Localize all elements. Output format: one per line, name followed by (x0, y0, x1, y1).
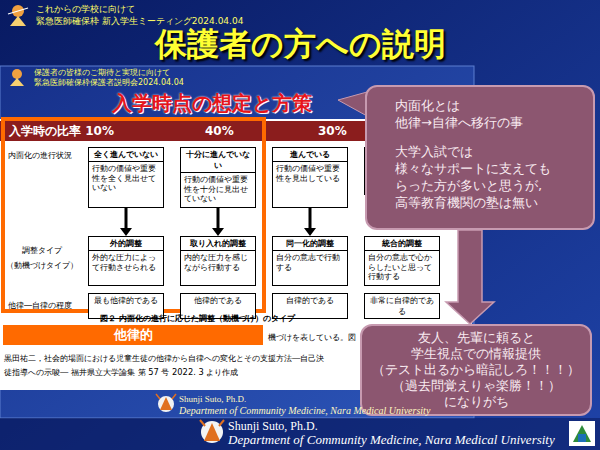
ratio-header: 30% (318, 123, 347, 139)
box-text: 行動の価値や重要性を十分に見出せていない (181, 173, 255, 207)
inner-header-note: 緊急医師確保枠保護者説明会2024.04.04 (34, 78, 184, 88)
row-label: 他律―自律の程度 (8, 301, 72, 311)
box-heading: 取り入れ的調整 (181, 237, 255, 251)
regulation-box: 統合的調整自分の意志で心からしたいと思って行動する (364, 236, 440, 286)
text-line: 友人、先輩に頼ると (368, 330, 584, 346)
table-ground (0, 119, 472, 390)
degree-cell: 自律的である (272, 293, 348, 319)
reference-note: 徒指導への示唆― 福井県立大学論集 第 57 号 2022. 3 より作成 (4, 367, 238, 378)
box-text: 内的な圧力を感じながら行動する (181, 251, 255, 275)
box-text: 自分の意志で心からしたいと思って行動する (365, 251, 439, 285)
callout-text: 内面化とは 他律→自律へ移行の事 (395, 97, 583, 131)
footer-logo (200, 420, 224, 443)
degree-cell: 非常に自律的である (364, 293, 440, 319)
callout-text: 大学入試では 様々なサポートに支えても らった方が多いと思うが, 高等教育機関の… (395, 143, 583, 211)
arrow-shape (446, 230, 494, 324)
affiliation: Department of Community Medicine, Nara M… (179, 404, 430, 417)
arrow-head (212, 228, 224, 236)
text-line: 高等教育機関の塾は無い (395, 194, 583, 211)
cell-text: 最も他律的である (89, 294, 163, 307)
reference-note: 黒田祐二，社会的場面における児童生徒の他律から自律への変化とその支援方法―自己決 (4, 353, 324, 364)
affiliation: Department of Community Medicine, Nara M… (228, 431, 555, 448)
degree-cell: 最も他律的である (88, 293, 164, 319)
header-band (0, 121, 472, 141)
arrow-head (304, 228, 316, 236)
text-line: になりがち (368, 394, 584, 410)
author-name: Shunji Suto, Ph.D. (228, 418, 318, 434)
box-text: 自分の意志で行動する (273, 251, 347, 275)
box-text: 外的な圧力によって行動させられる (89, 251, 163, 275)
header-note: 緊急医師確保枠 新入学生ミーティング2024.04.04 (36, 15, 243, 27)
stage-box: 十分に進んでいない行動の価値や重要性を十分に見出せていない (180, 147, 256, 208)
box-heading: 外的調整 (89, 237, 163, 251)
tag-box: 他律的 (3, 325, 263, 345)
text-line: 他律→自律へ移行の事 (395, 114, 583, 131)
footer-band (0, 418, 600, 450)
figure-caption: 図２ 内面化の進行に応じた調整（動機づけ）のタイプ (100, 314, 295, 324)
highlight-frame (3, 119, 264, 311)
inner-corner-icon (10, 69, 24, 86)
block-arrow (446, 230, 494, 324)
box-text: 行動の価値や重要性を見出している (273, 162, 347, 186)
regulation-box: 同一化的調整自分の意志で行動する (272, 236, 348, 286)
cell-text: 他律的である (181, 294, 255, 307)
callout-box: 内面化とは 他律→自律へ移行の事大学入試では 様々なサポートに支えても らった方… (365, 85, 595, 230)
text-line: 様々なサポートに支えても (395, 160, 583, 177)
flow-arrow (120, 208, 132, 236)
text-line: 大学入試では (395, 143, 583, 160)
degree-cell: 他律的である (180, 293, 256, 319)
university-logo (569, 421, 595, 446)
text-line: 内面化とは (395, 97, 583, 114)
hidden-box (365, 148, 441, 195)
stage-box: 進んでいる行動の価値や重要性を見出している (272, 147, 348, 208)
cell-text: 自律的である (273, 294, 347, 307)
stage-box: 全く進んでいない行動の価値や重要性を全く見出せていない (88, 147, 164, 208)
box-heading: 同一化的調整 (273, 237, 347, 251)
box-heading: 統合的調整 (365, 237, 439, 251)
ratio-header: 40% (205, 123, 234, 139)
inner-header-note: 保護者の皆様のご期待と実現に向けて (34, 68, 170, 78)
text-line: （テスト出るから暗記しろ！！！） (368, 362, 584, 378)
box-text: 行動の価値や重要性を全く見出せていない (89, 162, 163, 196)
cell-text: 非常に自律的である (365, 294, 439, 318)
inner-slide (0, 66, 474, 418)
regulation-box: 外的調整外的な圧力によって行動させられる (88, 236, 164, 286)
ratio-header: 入学時の比率 10% (9, 123, 114, 139)
tag-text: 他律的 (3, 325, 263, 345)
callout-box: 友人、先輩に頼ると 学生視点での情報提供 （テスト出るから暗記しろ！！！） （過… (360, 324, 592, 416)
flow-arrow (304, 208, 316, 236)
slide-title: 保護者の方への説明 (0, 24, 600, 64)
flow-arrow (212, 208, 224, 236)
callout-text: 友人、先輩に頼ると 学生視点での情報提供 （テスト出るから暗記しろ！！！） （過… (368, 330, 584, 410)
callout-pointer (338, 92, 367, 116)
text-line: （過去問覚えりゃ楽勝！！） (368, 378, 584, 394)
row-label: （動機づけタイプ） (6, 261, 78, 271)
regulation-box: 取り入れ的調整内的な圧力を感じながら行動する (180, 236, 256, 286)
box-heading: 十分に進んでいない (181, 148, 255, 173)
text-line: 学生視点での情報提供 (368, 346, 584, 362)
row-label: 調整タイプ (22, 246, 62, 256)
arrow-shaft (125, 208, 128, 228)
inner-logo (156, 394, 176, 412)
header-note: これからの学校に向けて (36, 3, 135, 15)
arrow-head (120, 228, 132, 236)
arrow-shaft (217, 208, 220, 228)
box-heading: 進んでいる (273, 148, 347, 162)
row-label: 内面化の進行状況 (8, 151, 72, 161)
inner-university-logo (466, 398, 472, 412)
arrow-shaft (309, 208, 312, 228)
text-line: らった方が多いと思うが, (395, 177, 583, 194)
box-heading: 全く進んでいない (89, 148, 163, 162)
corner-icon (8, 5, 28, 26)
author-name: Shunji Suto, Ph.D. (179, 393, 246, 405)
figure-caption: 機づけを表している。図 (268, 333, 356, 343)
inner-title: 入学時点の想定と方策 (112, 90, 312, 116)
